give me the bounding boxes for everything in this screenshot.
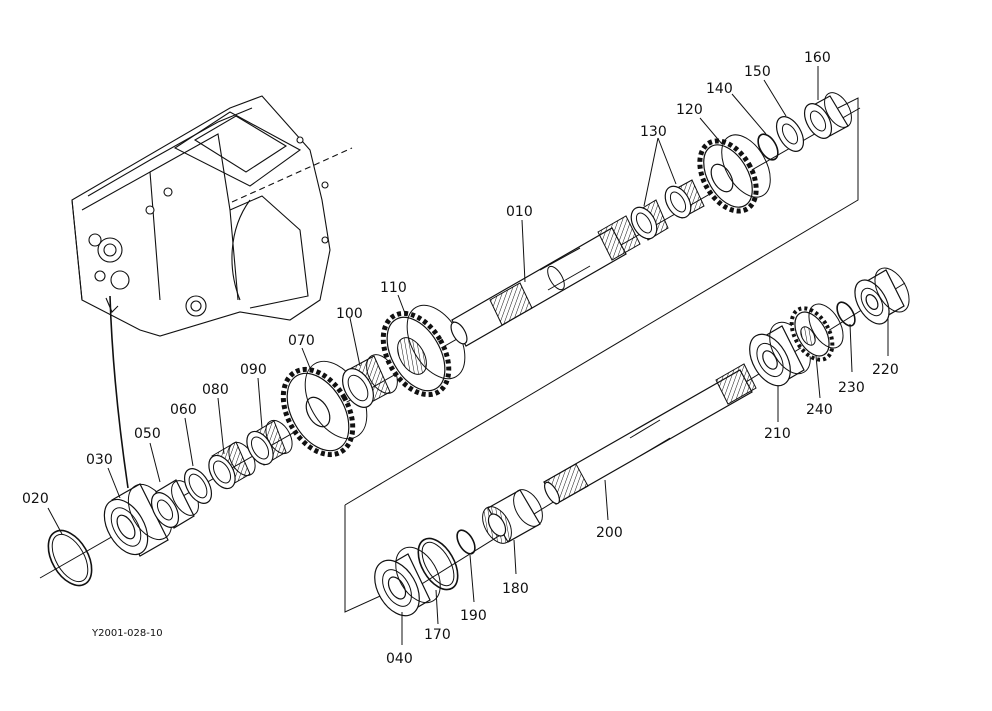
label-150: 150 [744, 64, 771, 80]
label-220: 220 [872, 362, 899, 378]
label-050: 050 [134, 426, 161, 442]
needle-bearing-090 [246, 419, 293, 466]
main-shaft-010 [450, 215, 641, 347]
needle-bearing-080 [208, 441, 256, 490]
housing-leader-line [109, 295, 129, 489]
gear-110 [380, 304, 466, 398]
label-060: 060 [170, 402, 197, 418]
bearing-160 [803, 92, 852, 139]
label-170: 170 [424, 627, 451, 643]
label-080: 080 [202, 382, 229, 398]
label-040: 040 [386, 651, 413, 667]
snap-ring-170 [417, 537, 459, 591]
label-160: 160 [804, 50, 831, 66]
washer-150 [775, 116, 805, 152]
bracket-right [344, 97, 859, 506]
label-120: 120 [676, 102, 703, 118]
transmission-housing [71, 95, 353, 337]
gear-070 [280, 360, 368, 458]
label-020: 020 [22, 491, 49, 507]
label-090: 090 [240, 362, 267, 378]
label-110: 110 [380, 280, 407, 296]
collar-050 [150, 479, 199, 529]
lower-shaft-200 [543, 363, 757, 505]
bearing-210 [749, 321, 811, 387]
label-200: 200 [596, 525, 623, 541]
label-130: 130 [640, 124, 667, 140]
label-180: 180 [502, 581, 529, 597]
label-190: 190 [460, 608, 487, 624]
bearing-030 [103, 483, 173, 557]
label-210: 210 [764, 426, 791, 442]
figure-reference-code: Y2001-028-10 [91, 628, 163, 639]
washer-060 [183, 468, 213, 504]
label-240: 240 [806, 402, 833, 418]
bearing-220 [854, 267, 910, 325]
gear-120 [697, 134, 771, 214]
label-230: 230 [838, 380, 865, 396]
label-140: 140 [706, 81, 733, 97]
snap-ring-190 [456, 529, 476, 555]
snap-ring-230 [836, 301, 856, 327]
label-010: 010 [506, 204, 533, 220]
needle-bearing-130b [664, 179, 705, 219]
needle-bearing-130a [630, 199, 669, 241]
needle-bearing-100 [342, 354, 398, 408]
snap-ring-020 [47, 529, 93, 587]
label-100: 100 [336, 306, 363, 322]
needle-bearing-180 [482, 489, 543, 544]
label-070: 070 [288, 333, 315, 349]
gear-240 [789, 303, 844, 362]
label-030: 030 [86, 452, 113, 468]
bearing-040 [374, 546, 441, 617]
snap-ring-140 [757, 133, 779, 161]
leader-lines [47, 66, 889, 645]
